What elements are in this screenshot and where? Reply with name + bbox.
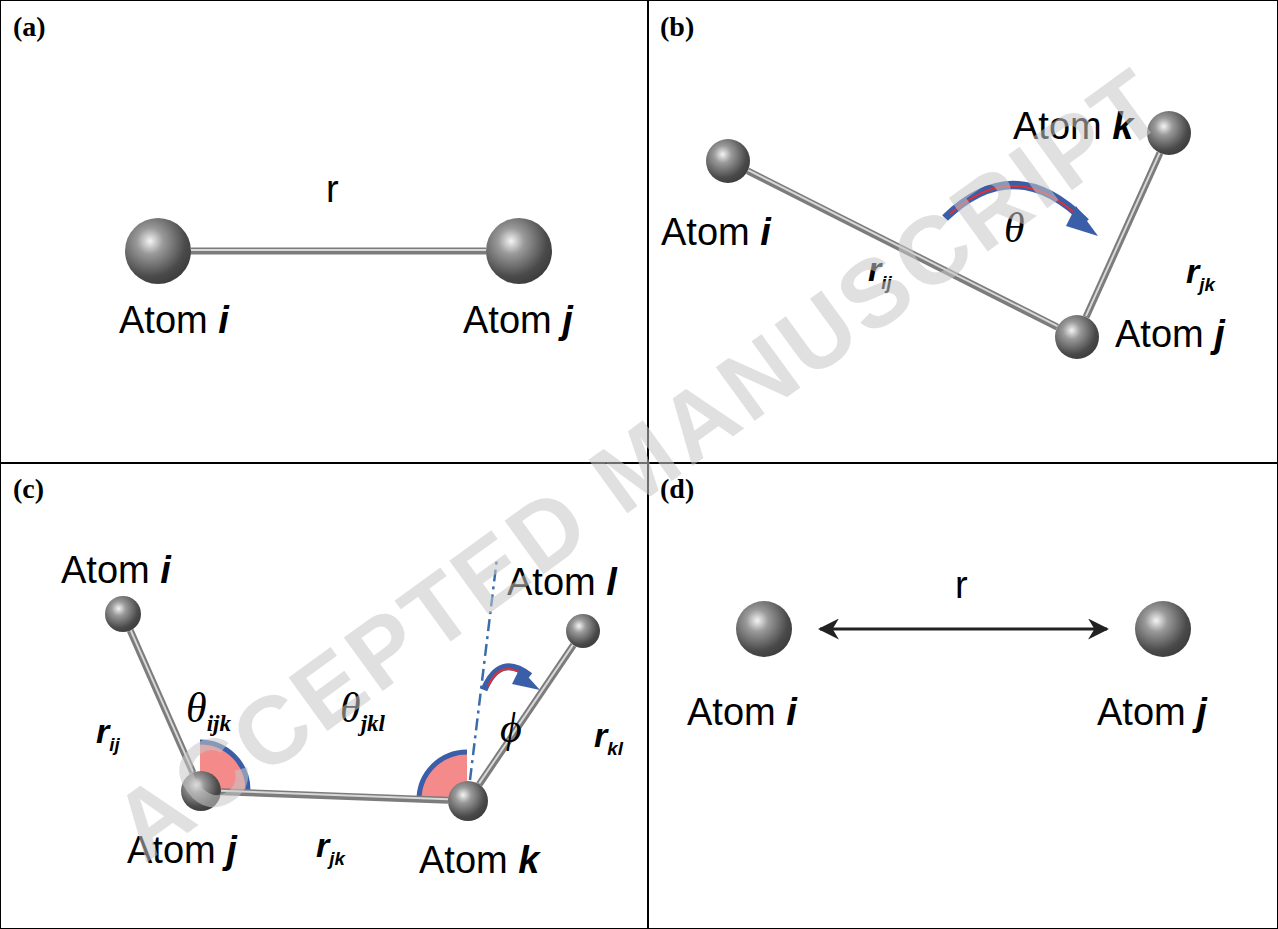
panel: (d) Atom i Atom j [647,462,1278,929]
bond [479,645,573,784]
panel-letter: (a) [13,11,46,43]
atom-sphere: Atom i [125,218,191,284]
panel-letter: (b) [660,11,694,43]
angle-symbol: θ [1004,204,1025,252]
atom-sphere: Atom i [736,601,792,657]
atom-sphere: Atom j [1135,601,1191,657]
atom-sphere: Atom j [486,218,552,284]
panel: (a) Atom i Atom j [0,0,649,464]
distance-arrow [820,628,1107,631]
bond-highlight [748,170,1058,326]
atom-label: Atom l [507,561,617,604]
atom-label: Atom j [1097,691,1207,734]
bond-length-label: rij [96,712,120,756]
bond-highlight [479,644,573,783]
bond-length-label: rjk [316,826,345,870]
bond-length-label: r [955,564,968,607]
bond [1086,153,1160,317]
bond-highlight [191,249,486,251]
bond-length-label: rij [868,250,892,294]
panel-letter: (c) [13,473,44,505]
atom-label: Atom k [1013,105,1133,148]
atom-label: Atom j [1115,313,1225,356]
bond-highlight [130,629,193,771]
arrow-head [1066,206,1098,236]
panel: (b) Atom i Atom j Atom k [647,0,1278,464]
bond-length-label: r [326,168,339,211]
atom-sphere: Atom i [105,596,141,632]
bond [191,248,486,255]
angle-symbol: θijk [186,684,231,737]
bond-length-label: rjk [1186,252,1215,296]
bond-highlight [221,791,448,800]
angle-symbol: θjkl [340,684,385,737]
atom-label: Atom j [463,299,573,342]
watermark: ACCEPTED MANUSCRIPT [93,46,1186,882]
atom-sphere: Atom k [1147,111,1191,155]
atom-label: Atom i [61,549,171,592]
bond-highlight [1086,152,1160,316]
atom-sphere: Atom l [566,614,600,648]
angle-symbol: ϕ [500,704,522,752]
panel-letter: (d) [660,473,694,505]
atom-sphere: Atom j [1055,315,1099,359]
bond [130,630,193,772]
atom-sphere: Atom j [181,771,221,811]
bond [748,171,1058,327]
bond [221,792,448,801]
atom-label: Atom i [687,691,797,734]
atom-sphere: Atom i [706,139,750,183]
atom-label: Atom j [127,829,237,872]
atom-label: Atom k [419,839,539,882]
arrow-head [512,668,540,690]
atom-label: Atom i [661,211,771,254]
atom-label: Atom i [119,299,229,342]
atom-sphere: Atom k [448,781,488,821]
bond-length-label: rkl [594,716,623,760]
reference-line [470,558,497,780]
